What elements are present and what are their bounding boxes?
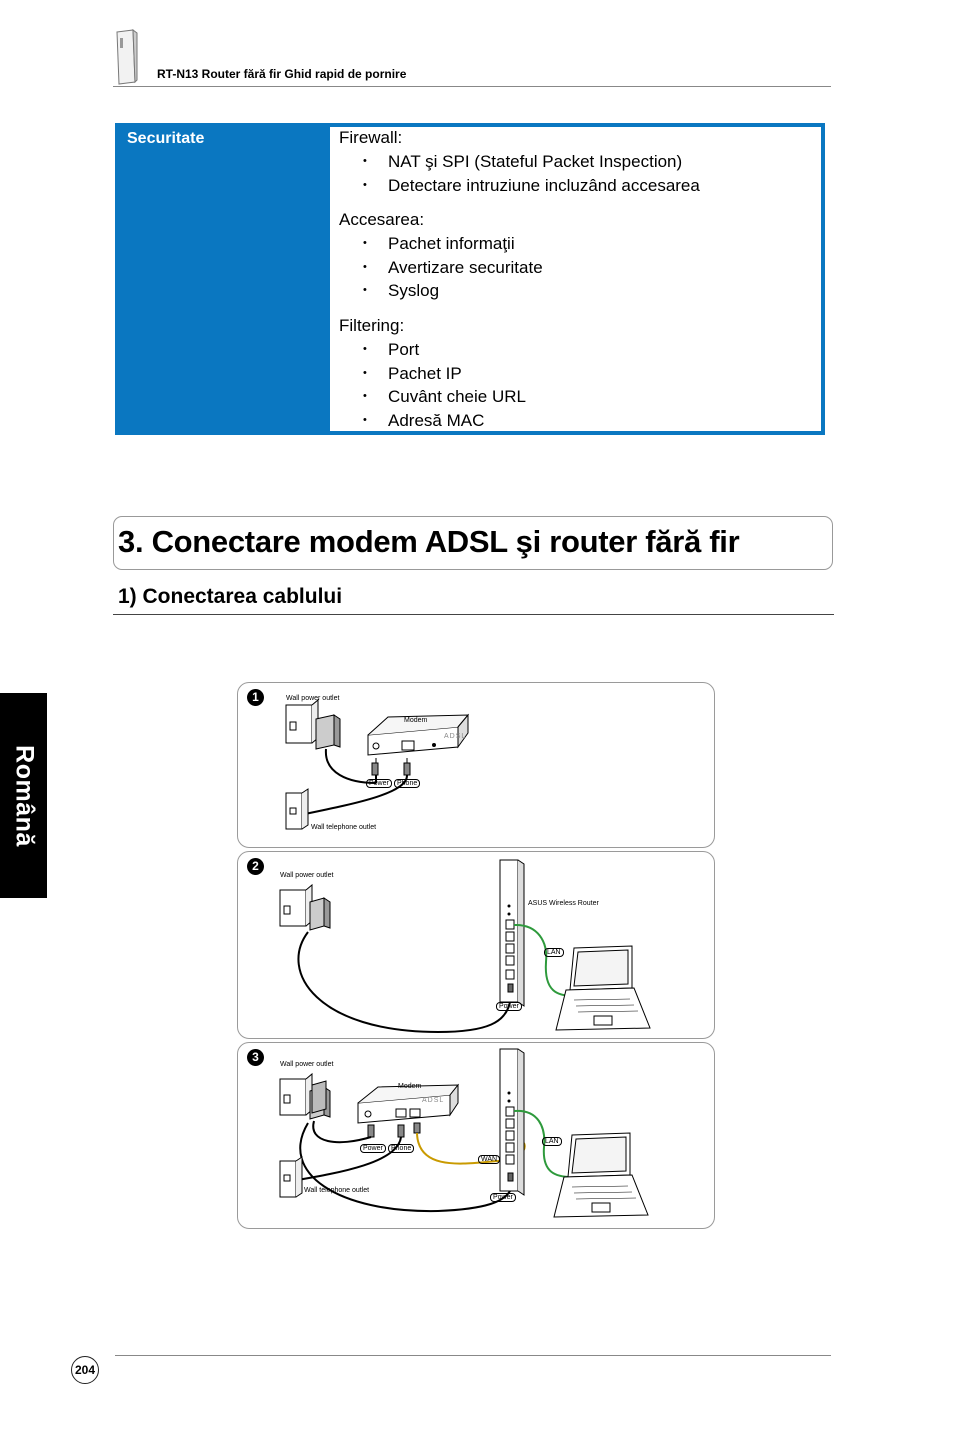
router-icon [114, 28, 138, 86]
language-tab: Română [0, 693, 47, 898]
diagram-step-2: 2 Wall power outlet ASUS Wireless Router… [237, 851, 715, 1039]
spec-item: Cuvânt cheie URL [339, 385, 526, 409]
spec-group-access: Accesarea: Pachet informaţii Avertizare … [339, 208, 543, 303]
spec-group-title: Accesarea: [339, 210, 425, 229]
wall-power-outlet-label: Wall power outlet [280, 1061, 334, 1068]
diagram-step-1-drawing [285, 698, 470, 830]
spec-item: Syslog [339, 279, 543, 303]
page-number: 204 [71, 1356, 99, 1384]
lan-port-label: LAN [544, 948, 564, 957]
phone-port-label: Phone [388, 1144, 415, 1153]
power-port-label: Power [496, 1002, 522, 1011]
modem-label: Modem [404, 717, 428, 724]
spec-item: NAT şi SPI (Stateful Packet Inspection) [339, 150, 700, 174]
section-title-box [113, 516, 833, 570]
subsection-divider [113, 614, 834, 615]
spec-group-firewall: Firewall: NAT şi SPI (Stateful Packet In… [339, 126, 700, 197]
header-title: RT-N13 Router fără fir Ghid rapid de por… [157, 67, 407, 81]
wan-port-label: WAN [478, 1155, 501, 1164]
wall-telephone-outlet-label: Wall telephone outlet [304, 1187, 370, 1194]
subsection-title: 1) Conectarea cablului [118, 585, 343, 608]
spec-item: Adresă MAC [339, 409, 526, 433]
power-port-label: Power [360, 1144, 386, 1153]
spec-item: Pachet IP [339, 362, 526, 386]
spec-group-filtering: Filtering: Port Pachet IP Cuvânt cheie U… [339, 314, 526, 432]
spec-group-title: Filtering: [339, 316, 405, 335]
diagram-step-1: 1 Wall power outlet Modem ADSL Power Pho… [237, 682, 715, 848]
spec-item: Pachet informaţii [339, 232, 543, 256]
step-number: 1 [247, 689, 264, 706]
header-divider [113, 86, 831, 87]
diagram-step-2-drawing [279, 859, 651, 1034]
spec-item: Avertizare securitate [339, 256, 543, 280]
diagram-step-3-drawing [279, 1048, 649, 1218]
step-number: 3 [247, 1049, 264, 1066]
power-port-label: Power [366, 779, 392, 788]
modem-brand-label: ADSL [444, 733, 467, 740]
wall-power-outlet-label: Wall power outlet [280, 872, 334, 879]
modem-brand-label: ADSL [422, 1097, 445, 1104]
router-label: ASUS Wireless Router [528, 900, 599, 907]
spec-item: Detectare intruziune incluzând accesarea [339, 174, 700, 198]
spec-item: Port [339, 338, 526, 362]
step-number: 2 [247, 858, 264, 875]
spec-group-title: Firewall: [339, 128, 403, 147]
phone-port-label: Phone [394, 779, 421, 788]
wall-power-outlet-label: Wall power outlet [286, 695, 340, 702]
footer-divider [115, 1355, 831, 1356]
router-power-port-label: Power [490, 1193, 516, 1202]
section-title: 3. Conectare modem ADSL şi router fără f… [118, 524, 740, 559]
spec-label: Securitate [127, 130, 205, 147]
wall-telephone-outlet-label: Wall telephone outlet [311, 824, 377, 831]
lan-port-label: LAN [542, 1137, 562, 1146]
diagram-step-3: 3 Wall power outlet Modem ADSL Power Pho… [237, 1042, 715, 1229]
modem-label: Modem [398, 1083, 422, 1090]
language-tab-label: Română [10, 744, 38, 847]
